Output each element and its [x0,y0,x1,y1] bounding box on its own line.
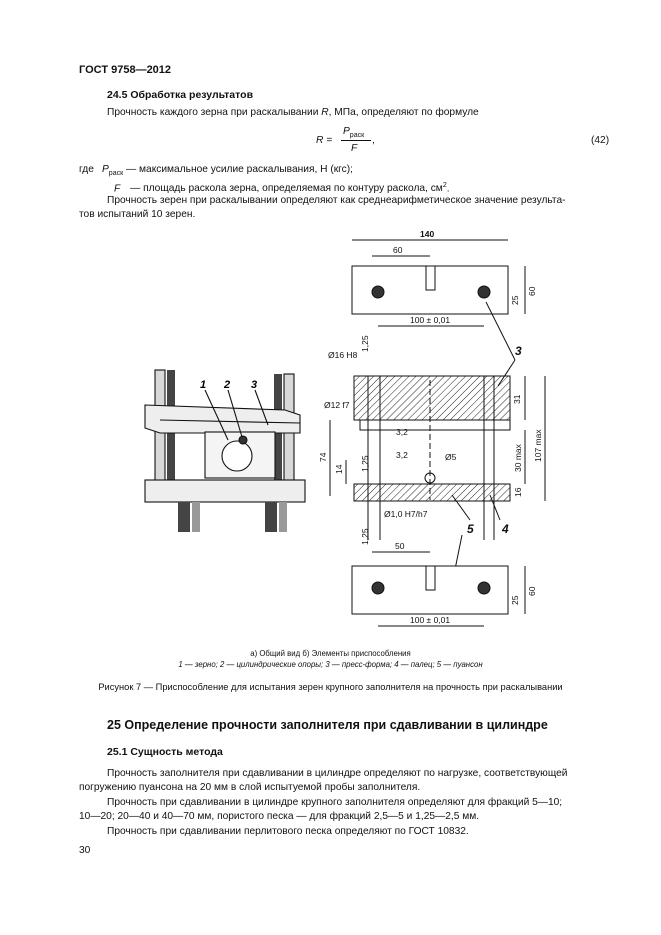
ref-5: 5 [467,522,474,536]
leader-2 [227,389,243,438]
label-1: 1 [200,379,206,391]
top-hole-right [477,285,491,299]
dimension-labels: 140 60 60 25 100 ± 0,01 3 Ø16 H8 Ø12 f7 … [318,229,543,625]
dim-3-2-a: 3,2 [396,427,408,437]
bottom-slot [425,565,436,591]
dim-60v: 60 [527,286,537,296]
def1-text: — максимальное усилие раскалывания, Н (к… [126,164,353,175]
dia-h8: Ø16 H8 [328,350,358,360]
intro-text: Прочность каждого зерна при раскалывании [107,107,319,118]
ref-4: 4 [501,522,509,536]
dim-140: 140 [420,229,434,239]
leader-3b-top [485,301,516,361]
dim-31: 31 [512,394,522,404]
grain-sphere [221,440,253,472]
intro-variable: R [321,107,329,118]
leader-4 [489,494,501,521]
top-hole-left [371,285,385,299]
dim-3-2-b: 3,2 [396,450,408,460]
right-leg [265,502,277,532]
p1-line-1: Прочность заполнителя при сдавливании в … [107,768,568,779]
formula-numerator-symbol: P [343,126,350,137]
left-leg [178,502,190,532]
dia-f7: Ø12 f7 [324,400,350,410]
formula-fraction-bar [341,140,371,141]
section-24-5-title: 24.5 Обработка результатов [107,89,254,101]
dim-60vb: 60 [527,586,537,596]
dim-60: 60 [393,245,403,255]
dim-107max: 107 max [533,429,543,462]
dim-25b: 25 [510,595,520,605]
top-plate [144,404,301,434]
p2-line-1: Прочность при сдавливании в цилиндре кру… [107,797,563,808]
def2-text: — площадь раскола зерна, определяемая по… [130,183,443,195]
def2-sup: 2 [442,182,447,189]
def2-symbol: F [114,183,121,195]
figure-legend: 1 — зерно; 2 — цилиндрические опоры; 3 —… [178,660,483,669]
p1-line-2: погружению пуансона на 20 мм в слой испы… [79,782,421,793]
p3: Прочность при сдавливании перлитового пе… [107,826,469,837]
mould-cavity [359,419,511,431]
leader-5 [451,494,471,521]
figure-title: Рисунок 7 — Приспособление для испытания… [98,682,563,692]
para-line-2: тов испытаний 10 зерен. [79,209,196,220]
gap-125-b: 1,25 [360,455,370,472]
p2-line-2: 10—20; 20—40 и 40—70 мм, пористого песка… [79,811,480,822]
dim-16: 16 [513,487,523,497]
formula-comma: , [372,135,375,146]
formula-number: (42) [591,135,610,146]
label-3: 3 [251,379,257,391]
def1-sub: раск [108,170,124,178]
dia-h7: Ø1,0 H7/h7 [384,509,428,519]
formula-denominator: F [351,143,358,154]
def2-end: . [446,183,450,195]
bottom-hole-left [371,581,385,595]
bottom-hole-right [477,581,491,595]
dim-50: 50 [395,541,405,551]
grain-b [424,472,436,484]
definition-f: F — площадь раскола зерна, определяемая … [114,179,450,196]
formula-numerator-sub: раск [349,132,365,140]
section-25-1-title: 25.1 Сущность метода [107,746,223,758]
left-rod-dark [167,370,175,500]
def1-symbol: P [102,164,109,175]
intro-line: Прочность каждого зерна при раскалывании… [107,106,479,120]
dim-100: 100 ± 0,01 [410,315,450,325]
left-leg-light [192,502,200,532]
label-2: 2 [223,379,230,391]
dim-14: 14 [334,464,344,474]
leader-3 [254,389,269,426]
top-plate-edge [159,419,301,424]
right-rod-dark [274,374,282,500]
dim-5: Ø5 [445,452,457,462]
dim-30max: 30 max [513,443,523,472]
right-leg-light [279,502,287,532]
mould-top [353,375,511,421]
elements-drawing [329,239,546,627]
where-word: где [79,164,94,175]
figure-subcaption: а) Общий вид б) Элементы приспособления [250,649,411,658]
leader-1 [204,389,229,441]
formula-numerator: Pраск [343,125,364,143]
dim-74: 74 [318,452,328,462]
definition-p: Pраск — максимальное усилие раскалывания… [102,163,353,181]
dim-25: 25 [510,295,520,305]
page-number: 30 [79,845,91,856]
top-slot [425,265,436,291]
formula-lhs: R = [316,135,333,146]
para-line-1: Прочность зерен при раскалывании определ… [107,195,566,206]
base-plate [144,479,306,503]
document-header: ГОСТ 9758—2012 [79,64,172,76]
punch [353,483,511,502]
general-view-drawing [144,369,306,532]
gap-125-a: 1,25 [360,335,370,352]
leader-3b [497,359,516,387]
ref-3: 3 [515,344,522,358]
section-25-title: 25 Определение прочности заполнителя при… [107,718,548,732]
intro-tail: , МПа, определяют по формуле [328,107,479,118]
support-cylinder [238,435,248,445]
gap-125-c: 1,25 [360,528,370,545]
dim-100b: 100 ± 0,01 [410,615,450,625]
